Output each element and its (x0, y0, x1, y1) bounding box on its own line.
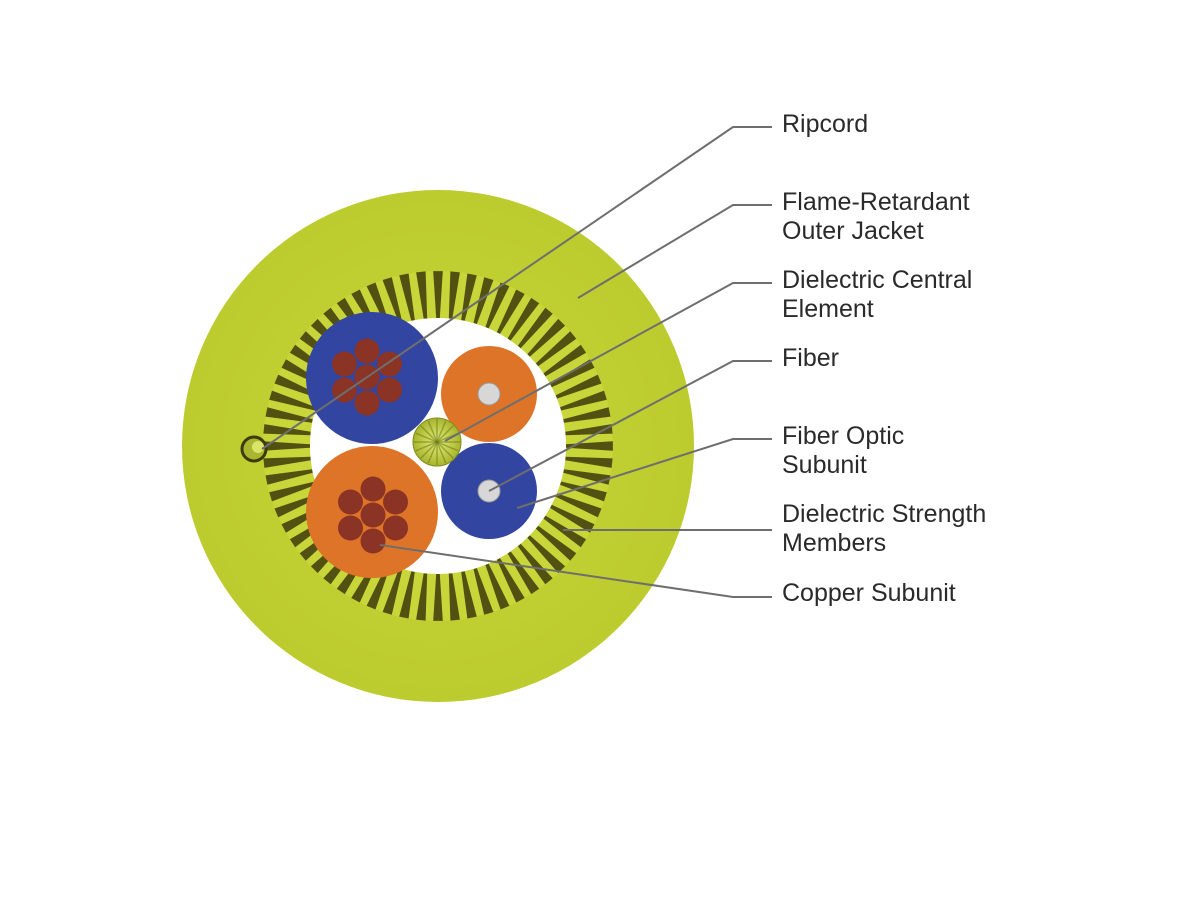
central-element-strand (415, 432, 438, 443)
strength-fiber (535, 525, 577, 561)
label-copper-subunit: Copper Subunit (782, 579, 956, 607)
central-element-strand (436, 441, 454, 459)
strength-fiber (485, 282, 510, 329)
strength-fiber (485, 563, 510, 610)
leader-outer-jacket (577, 204, 772, 299)
strength-fiber (560, 481, 607, 502)
strength-fiber (565, 456, 613, 468)
strength-fiber (433, 574, 443, 621)
strength-fiber (448, 271, 460, 319)
central-element-strand (420, 441, 438, 459)
central-element-strand (436, 425, 454, 443)
copper-conductors-top (332, 338, 402, 416)
strength-fiber (496, 558, 525, 603)
label-fiber-optic-subunit: Fiber Optic Subunit (782, 422, 911, 479)
central-element-texture (414, 419, 460, 465)
strength-fiber (473, 277, 494, 324)
fiber-core-top (477, 382, 501, 406)
strength-fiber (517, 543, 553, 585)
central-element-strand (427, 420, 438, 443)
strength-fiber (535, 331, 577, 367)
strength-fiber (473, 568, 494, 615)
label-ripcord: Ripcord (782, 110, 868, 138)
label-fiber: Fiber (782, 344, 839, 372)
strength-fiber (550, 504, 595, 533)
strength-fiber (527, 535, 566, 574)
strength-fiber (555, 374, 602, 399)
strength-fiber (263, 456, 311, 468)
leader-lines (261, 126, 772, 598)
strength-fiber (563, 407, 611, 423)
strength-fiber (555, 493, 602, 518)
strength-fiber (416, 573, 428, 621)
strength-fiber (265, 469, 313, 485)
strength-fiber (496, 289, 525, 334)
strength-fiber (265, 407, 313, 423)
copper-conductor (383, 489, 408, 515)
copper-conductor (360, 528, 386, 554)
strength-fiber (507, 551, 540, 595)
leader-ripcord (261, 126, 772, 450)
copper-conductor (354, 390, 380, 416)
strength-fiber (560, 390, 607, 411)
strength-fiber (382, 568, 403, 615)
strength-fiber (461, 571, 477, 619)
copper-conductor (383, 515, 408, 541)
strength-fiber (416, 271, 428, 319)
copper-conductor (338, 489, 363, 515)
central-element-strand (427, 441, 438, 464)
leader-fiber-optic-subunit (516, 438, 772, 509)
strength-fiber (269, 390, 316, 411)
strength-fiber (448, 573, 460, 621)
labels: Ripcord Flame-Retardant Outer Jacket Die… (782, 110, 993, 607)
strength-fiber (399, 571, 415, 619)
strength-fiber (399, 273, 415, 321)
central-element-strand (420, 425, 438, 443)
strength-fiber (543, 344, 587, 377)
label-outer-jacket: Flame-Retardant Outer Jacket (782, 188, 977, 245)
copper-conductor (360, 502, 386, 528)
leader-fiber (488, 360, 772, 492)
strength-fiber (550, 359, 595, 388)
ripcord (240, 435, 268, 463)
strength-fiber (263, 424, 311, 436)
central-element-strand (436, 420, 447, 443)
strength-fiber (433, 271, 443, 318)
central-element-strand (436, 441, 459, 452)
central-element-strand (415, 441, 438, 452)
copper-conductor (377, 377, 402, 403)
strength-fiber (507, 297, 540, 341)
strength-fiber (269, 481, 316, 502)
strength-fiber (382, 277, 403, 324)
label-central-element: Dielectric Central Element (782, 266, 979, 323)
label-strength-members: Dielectric Strength Members (782, 500, 993, 557)
copper-conductor (332, 351, 357, 377)
copper-conductor (354, 338, 380, 364)
strength-fiber (517, 307, 553, 349)
strength-fiber (263, 441, 310, 451)
strength-fiber (527, 318, 566, 357)
strength-fiber (543, 515, 587, 548)
copper-conductor (360, 476, 386, 502)
leader-copper-subunit (379, 544, 772, 598)
copper-conductor (338, 515, 363, 541)
leader-central-element (444, 282, 772, 442)
central-element-strand (436, 441, 447, 464)
copper-conductors-bottom (338, 476, 408, 554)
